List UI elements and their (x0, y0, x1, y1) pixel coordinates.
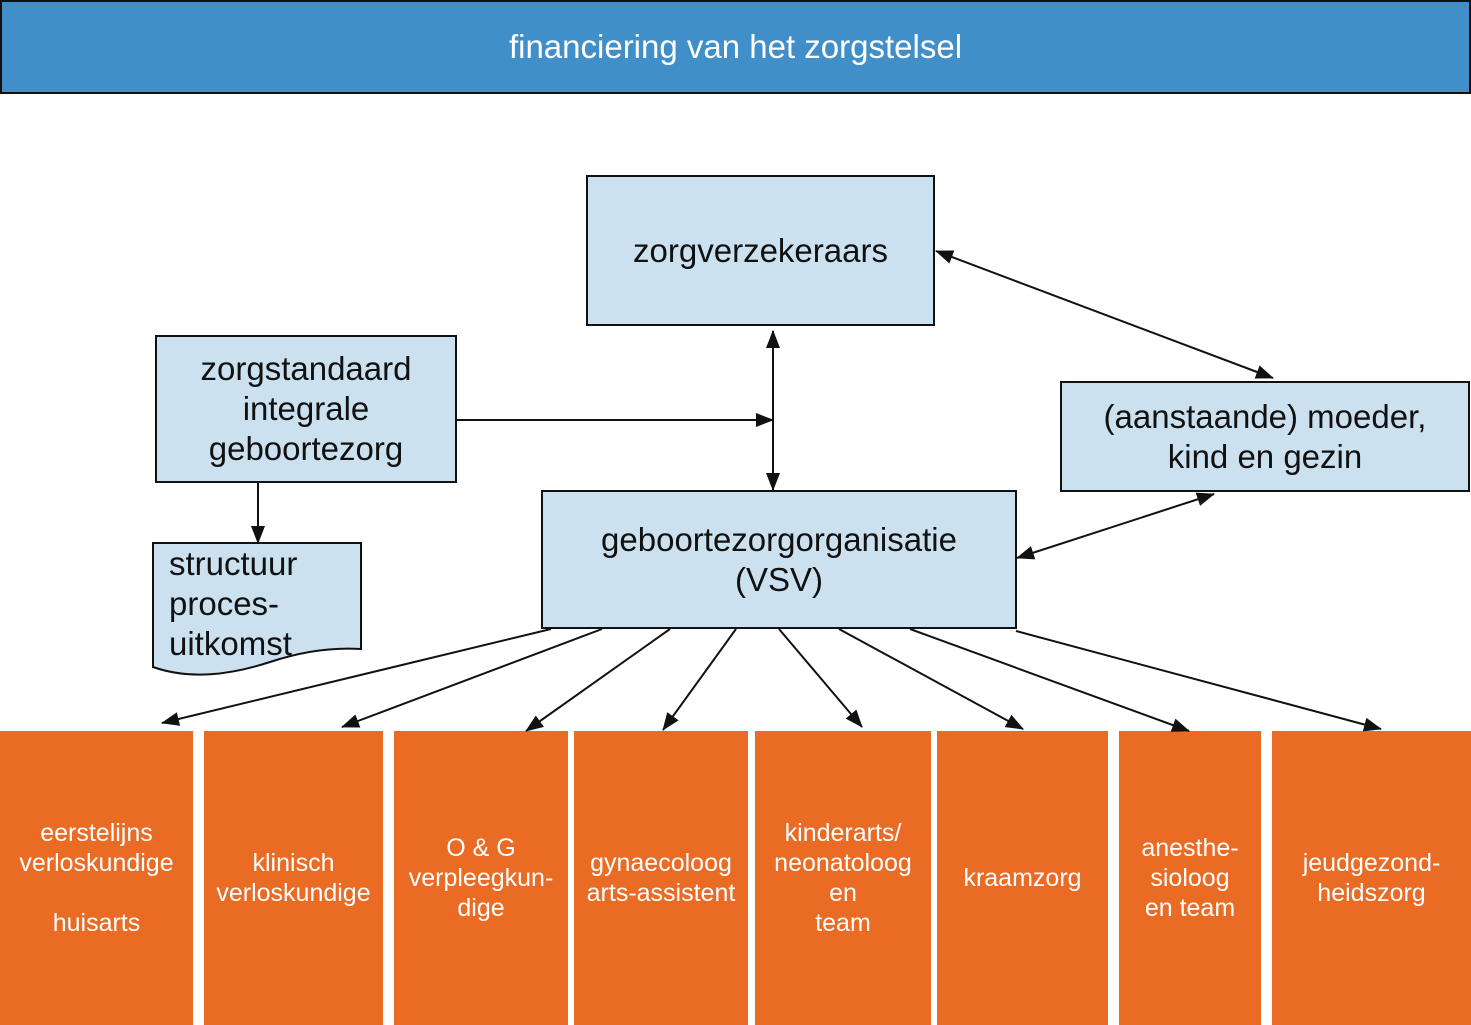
node-label-line: proces- (169, 585, 280, 622)
node-label-line: geboortezorg (208, 430, 404, 467)
provider-label-line: verloskundige (19, 849, 174, 877)
provider-label-line: kraamzorg (963, 864, 1082, 892)
provider-anaesthesiologist: anesthe- sioloog en team (1119, 731, 1261, 1025)
provider-label-line: huisarts (52, 909, 141, 937)
provider-label-line: sioloog (1150, 864, 1230, 892)
diagram-title: financiering van het zorgstelsel (508, 28, 963, 65)
provider-gynaecologist-resident: gynaecoloog arts-assistent (574, 731, 748, 1025)
provider-first-line-midwife-gp: eerstelijns verloskundige huisarts (0, 731, 193, 1025)
node-label-line: (aanstaande) moeder, (1103, 397, 1427, 435)
node-label-line: zorgstandaard (200, 350, 412, 387)
provider-label-line: team (815, 909, 871, 937)
provider-label-line: en (829, 879, 857, 907)
node-label-line: structuur (169, 545, 298, 582)
arrow-vsv-to-provider-5 (778, 628, 863, 728)
arrow-vsv-to-provider-8 (1015, 630, 1382, 732)
arrow-insurers-client (935, 250, 1274, 379)
provider-clinical-midwife: klinisch verloskundige (204, 731, 383, 1025)
node-care-standard: zorgstandaard integrale geboortezorg (155, 335, 457, 483)
title-banner: financiering van het zorgstelsel (0, 0, 1471, 94)
provider-label-line: verloskundige (216, 879, 371, 907)
node-label-line: geboortezorgorganisatie (601, 520, 957, 558)
node-label-line: zorgverzekeraars (633, 231, 888, 269)
arrow-vsv-to-provider-6 (838, 628, 1024, 730)
provider-label-line: dige (457, 894, 505, 922)
provider-youth-healthcare: jeudgezond- heidszorg (1272, 731, 1471, 1025)
node-label-line: (VSV) (734, 560, 823, 598)
node-vsv: geboortezorgorganisatie (VSV) (541, 490, 1017, 629)
provider-label-line: neonatoloog (774, 849, 912, 877)
provider-label-line: O & G (446, 834, 516, 862)
provider-maternity-care: kraamzorg (937, 731, 1108, 1025)
node-client: (aanstaande) moeder, kind en gezin (1060, 381, 1470, 492)
provider-label-line: gynaecoloog (590, 849, 732, 877)
node-outcome-document: structuur proces- uitkomst (169, 544, 297, 664)
provider-label-line: klinisch (252, 849, 335, 877)
provider-label-line: en team (1144, 894, 1236, 922)
node-label-line: integrale (242, 390, 370, 427)
arrow-vsv-to-provider-7 (909, 628, 1190, 732)
arrow-vsv-to-provider-2 (341, 628, 603, 728)
provider-label-line: jeudgezond- (1302, 849, 1441, 877)
provider-label-line: arts-assistent (586, 879, 736, 907)
provider-row: eerstelijns verloskundige huisarts klini… (0, 731, 1471, 1025)
arrow-vsv-to-provider-4 (662, 628, 737, 731)
arrow-vsv-client (1016, 492, 1215, 560)
arrow-vsv-to-provider-3 (525, 628, 671, 732)
node-label-line: kind en gezin (1167, 437, 1363, 475)
node-label-line: uitkomst (169, 625, 292, 662)
provider-label-line: kinderarts/ (784, 819, 902, 847)
provider-label-line: verpleegkun- (408, 864, 554, 892)
provider-paediatrician-neonatologist: kinderarts/ neonatoloog en team (755, 731, 931, 1025)
provider-label-line: anesthe- (1141, 834, 1239, 862)
node-insurers: zorgverzekeraars (586, 175, 935, 326)
provider-label-line: eerstelijns (40, 819, 153, 847)
provider-og-nurse: O & G verpleegkun- dige (394, 731, 568, 1025)
provider-label-line: heidszorg (1317, 879, 1426, 907)
